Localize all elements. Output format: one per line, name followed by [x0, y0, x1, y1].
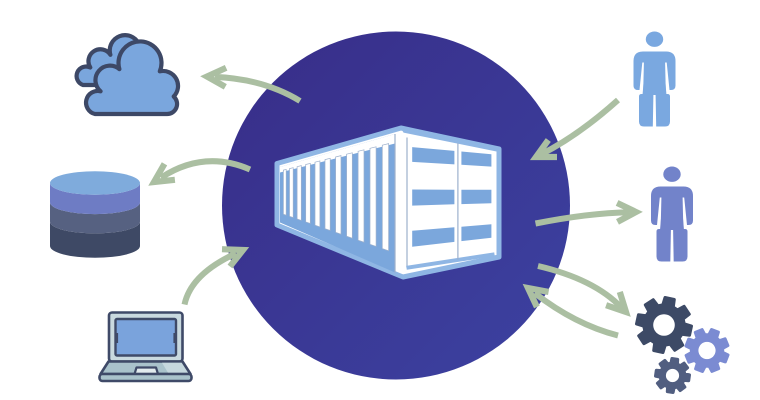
database-band [50, 202, 140, 234]
shipping-container-icon [274, 125, 502, 280]
laptop-hinge-mark [114, 333, 119, 343]
person-arm-gap [656, 197, 662, 227]
container-door-bar [412, 189, 455, 206]
arrow-shaft [181, 250, 238, 306]
gear-hole [653, 314, 675, 336]
container-slat [346, 152, 353, 239]
arrow-shaft [534, 209, 630, 227]
arrow-head [522, 283, 550, 309]
arrow-head [200, 64, 228, 90]
arrow-container-to-user2 [534, 200, 643, 227]
arrow-laptop-to-container [181, 246, 250, 306]
container-top-rail [280, 134, 395, 173]
arrow-shaft [159, 158, 252, 181]
arrow-container-to-cloud [200, 64, 302, 104]
person-icon-top [633, 31, 676, 127]
container-door-bar [461, 189, 492, 205]
arrow-user1-to-container [529, 97, 621, 161]
person-torso [642, 76, 667, 98]
person-torso [659, 211, 685, 233]
container-slat [335, 155, 342, 235]
arrow-shaft [214, 73, 302, 104]
laptop-deck-highlight [162, 362, 188, 373]
cloud-icon [74, 33, 181, 117]
container-slat [305, 162, 311, 224]
container-slat [357, 149, 365, 243]
container-slat [314, 160, 321, 228]
gears-icon [635, 296, 730, 394]
container-door-bar [412, 227, 455, 247]
arrow-shaft [537, 263, 624, 310]
container-roof-edge [401, 128, 499, 152]
arrow-head [529, 138, 557, 161]
laptop-hinge-mark [173, 333, 177, 343]
arrows [148, 64, 643, 339]
container-slat [289, 167, 294, 219]
database-top [50, 171, 140, 195]
container-door-sill [406, 252, 495, 270]
container-slat [296, 165, 302, 221]
person-head [663, 166, 681, 182]
person-leg-gap [670, 230, 674, 262]
database-icon [50, 171, 140, 258]
container-slat [283, 168, 287, 216]
database-band [50, 183, 140, 215]
container-slat [324, 157, 331, 231]
arrow-shaft [532, 290, 619, 339]
person-head [645, 31, 664, 47]
gear-hole [665, 368, 680, 383]
arrow-gears-to-container [522, 283, 619, 339]
container-door-bar [412, 147, 455, 165]
arrow-head [221, 246, 250, 269]
person-arm-gap [639, 62, 644, 92]
laptop-base [98, 372, 193, 383]
arrow-shaft [540, 97, 621, 157]
arrow-head [615, 200, 643, 225]
container-slat [381, 143, 389, 252]
container-door-bar [461, 224, 492, 242]
person-arm-gap [682, 197, 688, 227]
laptop-screen [114, 317, 178, 357]
arrow-container-to-database [148, 158, 252, 186]
container-door-bar [461, 151, 492, 167]
database-band [50, 221, 140, 258]
person-arm-gap [665, 62, 670, 92]
container-slat [369, 146, 377, 247]
person-icon-middle [651, 166, 693, 262]
arrow-head [148, 162, 176, 186]
arrow-container-to-gears [537, 263, 631, 317]
cloud-front [84, 39, 181, 117]
gear-hole [698, 341, 716, 360]
laptop-icon [98, 311, 193, 383]
arrow-head [605, 290, 631, 317]
person-leg-gap [652, 95, 657, 127]
